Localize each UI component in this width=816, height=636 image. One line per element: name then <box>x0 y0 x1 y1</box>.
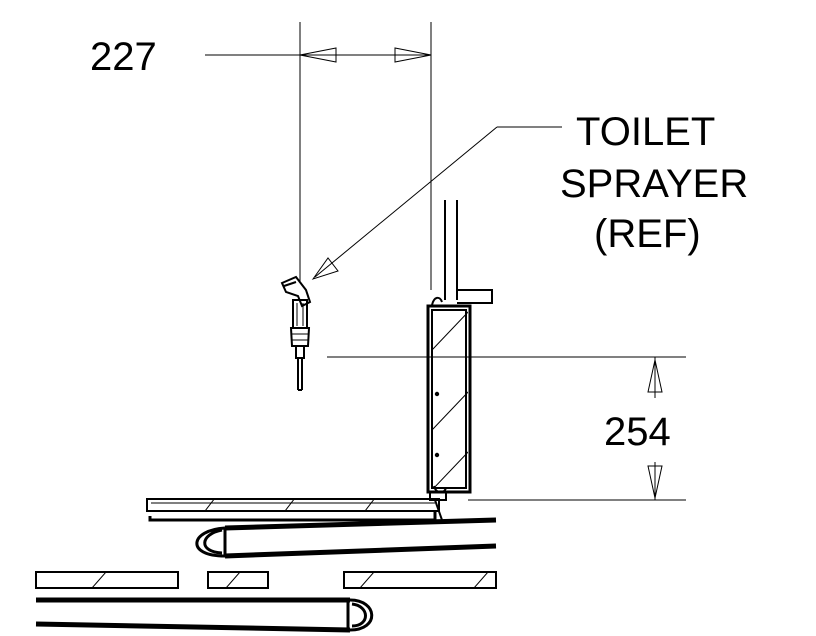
water-supply-pipe <box>431 200 493 306</box>
callout-line-ref: (REF) <box>594 212 701 256</box>
arrow-left-icon <box>299 47 337 63</box>
fixing-dot-icon <box>434 452 440 458</box>
floor-slab-section <box>35 571 497 589</box>
arrow-right-icon <box>394 47 432 63</box>
callout-leader-line <box>314 126 498 278</box>
dimension-text-254: 254 <box>604 410 671 454</box>
horizontal-shelf <box>146 498 443 522</box>
arrow-down-icon <box>647 465 663 499</box>
horizontal-dimension: 227 <box>90 22 432 290</box>
vertical-wall-panel <box>426 304 472 501</box>
fixing-dot-icon <box>434 391 440 397</box>
toilet-seat-edge <box>195 517 497 559</box>
callout-line-toilet: TOILET <box>576 110 715 154</box>
callout-line-sprayer: SPRAYER <box>560 162 748 206</box>
sprayer-callout: TOILET SPRAYER (REF) <box>311 110 748 280</box>
callout-arrow-icon <box>311 257 339 280</box>
toilet-rim-edge <box>35 597 374 633</box>
vertical-dimension: 254 <box>327 356 686 501</box>
dimension-text-227: 227 <box>90 35 157 79</box>
toilet-sprayer-icon <box>280 275 312 391</box>
arrow-up-icon <box>647 359 663 393</box>
